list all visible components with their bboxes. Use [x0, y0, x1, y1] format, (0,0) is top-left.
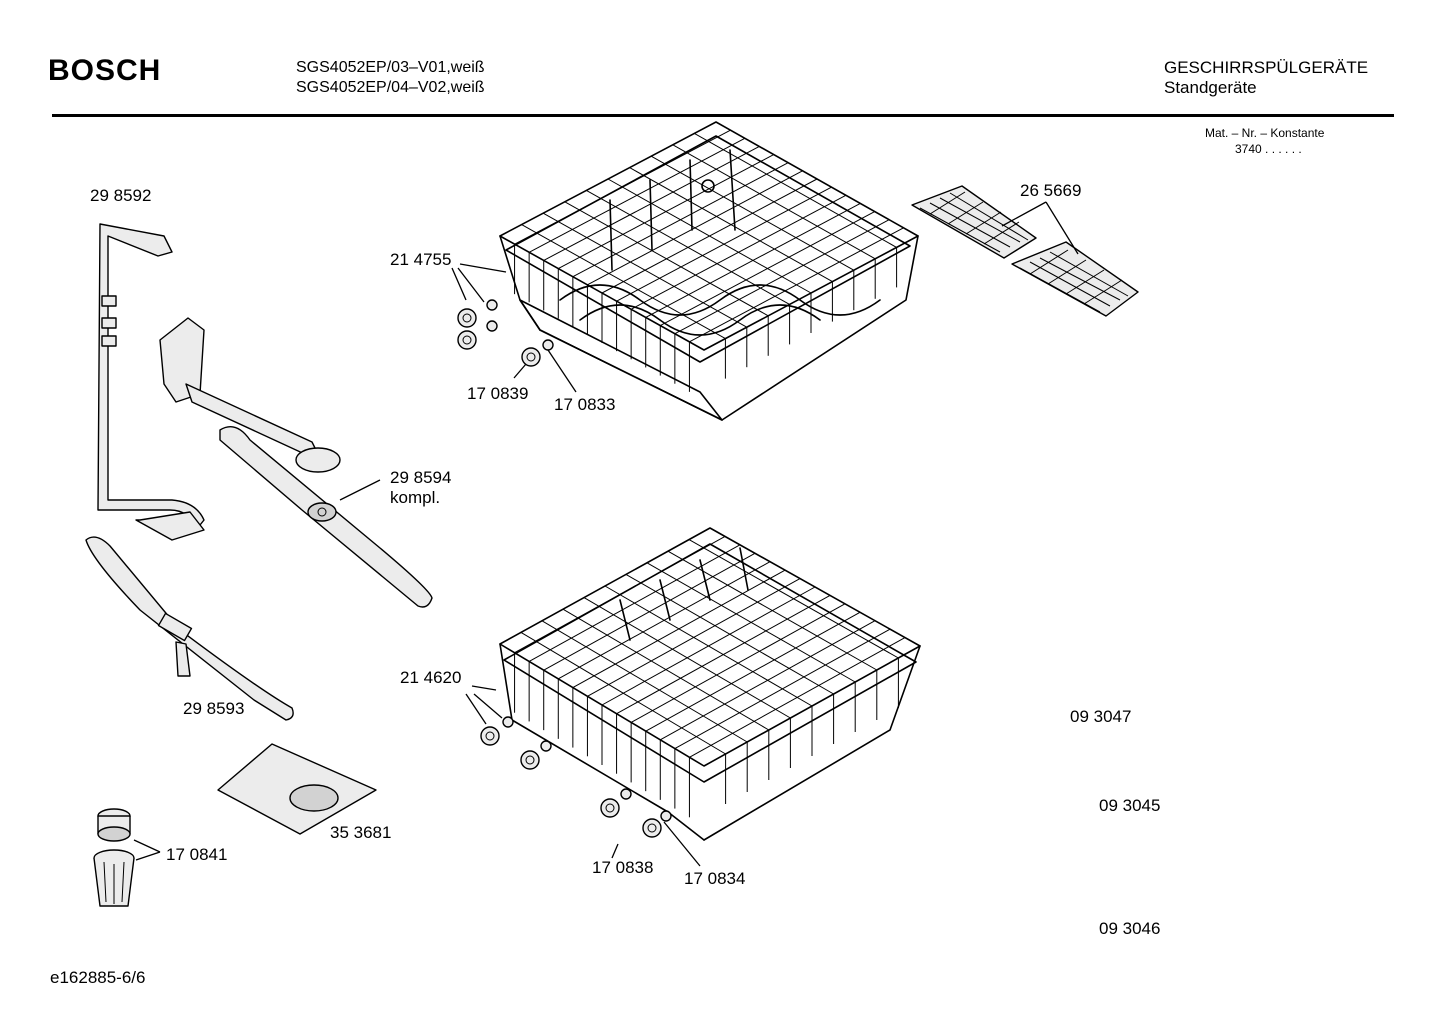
upper-basket-wheels-drawing — [457, 299, 554, 367]
part-label-214620: 21 4620 — [400, 668, 462, 687]
drawing-id: e162885-6/6 — [50, 968, 146, 987]
mat-nr-value-row: 3740 . . . . . . — [1205, 141, 1324, 157]
filter-drawing — [93, 808, 135, 907]
part-label-093046: 09 3046 — [1099, 919, 1161, 938]
part-label-214755: 21 4755 — [390, 250, 452, 269]
lower-basket-drawing — [499, 527, 921, 841]
part-label-298592: 29 8592 — [90, 186, 152, 205]
part-label-093045: 09 3045 — [1099, 796, 1161, 815]
part-label-170834: 17 0834 — [684, 869, 746, 888]
part-label-170833: 17 0833 — [554, 395, 616, 414]
part-label-170838: 17 0838 — [592, 858, 654, 877]
part-label-298594-note: kompl. — [390, 488, 441, 507]
lower-basket-wheels-drawing — [480, 716, 672, 838]
model-line-2: SGS4052EP/04–V02,weiß — [296, 79, 485, 96]
model-line-1: SGS4052EP/03–V01,weiß — [296, 59, 485, 76]
mat-nr-dots: . . . . . . — [1265, 142, 1302, 156]
spray-riser-tube-drawing — [97, 223, 205, 541]
tine-insert-drawing — [911, 185, 1139, 317]
part-label-093047: 09 3047 — [1070, 707, 1132, 726]
part-label-170841: 17 0841 — [166, 845, 228, 864]
cover-plate-drawing — [217, 743, 377, 835]
upper-spray-arm-drawing — [159, 317, 433, 608]
part-label-170839: 17 0839 — [467, 384, 529, 403]
category-block: GESCHIRRSPÜLGERÄTE Standgeräte — [1164, 58, 1368, 98]
leader-lines — [133, 201, 1079, 867]
category-subtitle: Standgeräte — [1164, 78, 1257, 97]
header-divider — [52, 114, 1394, 117]
mat-nr-label: Mat. – Nr. – Konstante — [1205, 126, 1325, 140]
part-label-298593: 29 8593 — [183, 699, 245, 718]
model-numbers: SGS4052EP/03–V01,weiß SGS4052EP/04–V02,w… — [296, 58, 485, 98]
part-label-265669: 26 5669 — [1020, 181, 1082, 200]
mat-nr-value: 3740 — [1235, 142, 1262, 156]
upper-basket-drawing — [499, 121, 919, 421]
lower-spray-arm-drawing — [85, 536, 294, 721]
part-label-298594: 29 8594 — [390, 468, 452, 487]
category-title: GESCHIRRSPÜLGERÄTE — [1164, 58, 1369, 77]
part-label-353681: 35 3681 — [330, 823, 392, 842]
brand-logo: BOSCH — [48, 54, 162, 87]
mat-nr-block: Mat. – Nr. – Konstante 3740 . . . . . . — [1205, 125, 1324, 157]
